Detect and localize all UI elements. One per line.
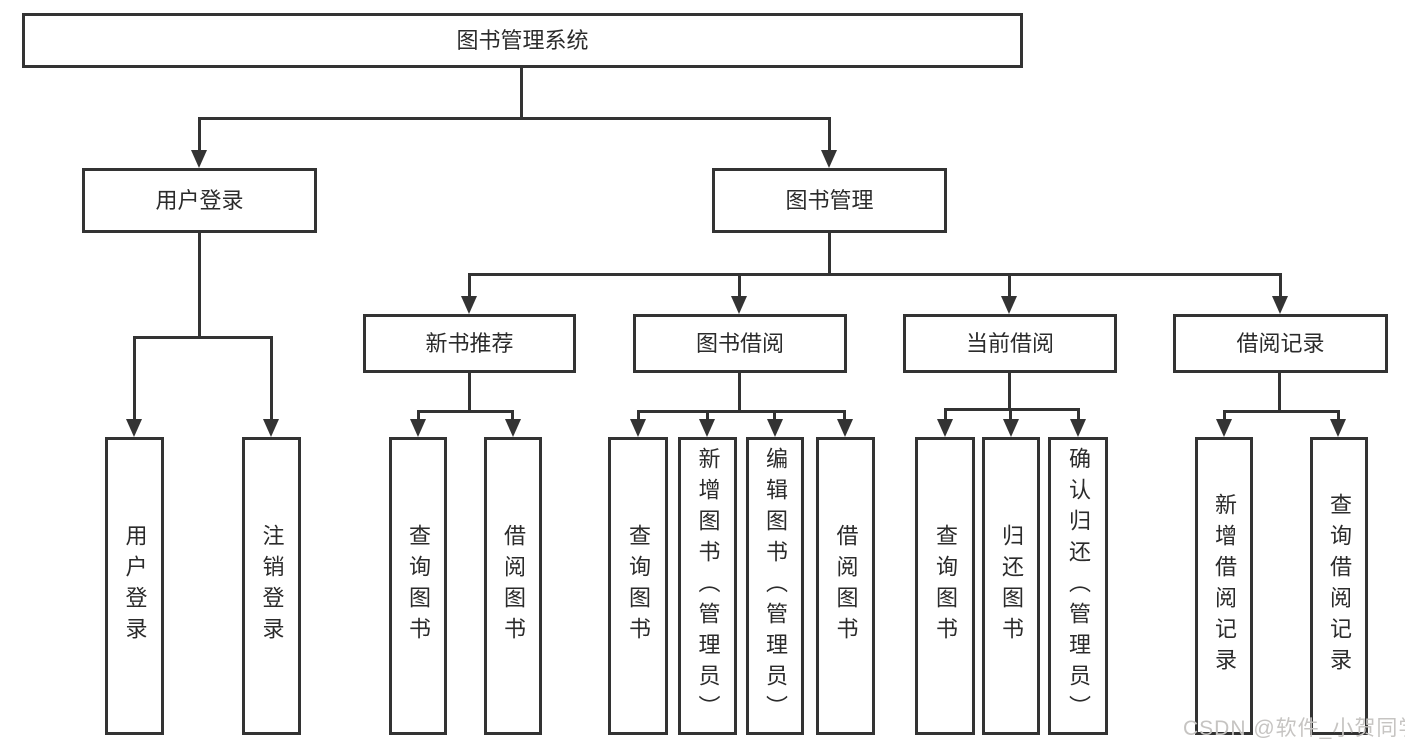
node-book-borrowing-label: 图书借阅 bbox=[695, 330, 784, 356]
node-borrow-books-2-label: 借阅图书 bbox=[833, 524, 859, 648]
connector-drop-confirm-return bbox=[1077, 408, 1080, 422]
node-add-books-admin-label: 新增图书（管理员） bbox=[695, 446, 721, 726]
arrowhead-query-books-2 bbox=[630, 419, 646, 437]
arrowhead-return-books bbox=[1003, 419, 1019, 437]
node-confirm-return-admin-label: 确认归还（管理员） bbox=[1066, 446, 1091, 726]
arrowhead-leaf-logout bbox=[263, 419, 279, 437]
connector-drop-user-login bbox=[198, 117, 201, 153]
arrowhead-edit-books bbox=[767, 419, 783, 437]
connector-drop-current-borrowing bbox=[1008, 273, 1011, 299]
node-query-books-2: 查询图书 bbox=[608, 437, 668, 735]
connector-drop-add-books bbox=[706, 410, 709, 422]
node-add-borrow-record-label: 新增借阅记录 bbox=[1212, 493, 1237, 679]
connector-borrowing-records-stem bbox=[1278, 373, 1281, 412]
node-book-management: 图书管理 bbox=[712, 168, 947, 233]
node-new-book-recommend-label: 新书推荐 bbox=[425, 330, 514, 356]
connector-drop-book-borrowing bbox=[738, 273, 741, 299]
connector-new-book-bar bbox=[417, 410, 514, 413]
connector-drop-borrowing-records bbox=[1279, 273, 1282, 299]
connector-book-borrowing-stem bbox=[738, 373, 741, 412]
node-query-borrow-record: 查询借阅记录 bbox=[1310, 437, 1368, 735]
arrowhead-new-book bbox=[461, 296, 477, 314]
connector-drop-query-books-3 bbox=[944, 408, 947, 422]
connector-drop-query-books-2 bbox=[637, 410, 640, 422]
node-borrow-books-1: 借阅图书 bbox=[484, 437, 542, 735]
connector-borrowing-records-bar bbox=[1223, 410, 1340, 413]
connector-new-book-stem bbox=[468, 373, 471, 412]
connector-drop-book-management bbox=[828, 117, 831, 153]
node-confirm-return-admin: 确认归还（管理员） bbox=[1048, 437, 1108, 735]
connector-drop-new-book bbox=[468, 273, 471, 299]
connector-root-stem bbox=[520, 68, 523, 118]
connector-drop-leaf-logout bbox=[270, 336, 273, 422]
node-borrow-books-2: 借阅图书 bbox=[816, 437, 875, 735]
node-new-book-recommend: 新书推荐 bbox=[363, 314, 576, 373]
arrowhead-query-borrow-record bbox=[1330, 419, 1346, 437]
node-return-books: 归还图书 bbox=[982, 437, 1040, 735]
node-borrowing-records: 借阅记录 bbox=[1173, 314, 1388, 373]
arrowhead-current-borrowing bbox=[1001, 296, 1017, 314]
connector-drop-query-borrow-record bbox=[1337, 410, 1340, 422]
node-edit-books-admin-label: 编辑图书（管理员） bbox=[763, 446, 788, 726]
connector-drop-return-books bbox=[1009, 408, 1012, 422]
connector-drop-query-books-1 bbox=[417, 410, 420, 422]
node-book-management-label: 图书管理 bbox=[785, 187, 874, 213]
node-logout-label: 注销登录 bbox=[259, 524, 285, 648]
node-current-borrowing-label: 当前借阅 bbox=[965, 330, 1054, 356]
connector-book-borrowing-bar bbox=[637, 410, 846, 413]
connector-user-login-stem bbox=[198, 233, 201, 336]
arrowhead-borrowing-records bbox=[1272, 296, 1288, 314]
arrowhead-borrow-books-2 bbox=[837, 419, 853, 437]
node-user-login-leaf-label: 用户登录 bbox=[122, 524, 148, 648]
node-user-login-leaf: 用户登录 bbox=[105, 437, 164, 735]
node-query-books-3: 查询图书 bbox=[915, 437, 975, 735]
node-query-books-1: 查询图书 bbox=[389, 437, 447, 735]
arrowhead-confirm-return bbox=[1070, 419, 1086, 437]
node-add-borrow-record: 新增借阅记录 bbox=[1195, 437, 1253, 735]
connector-current-borrowing-bar bbox=[944, 408, 1080, 411]
node-book-borrowing: 图书借阅 bbox=[633, 314, 847, 373]
node-query-books-3-label: 查询图书 bbox=[933, 524, 958, 648]
node-user-login: 用户登录 bbox=[82, 168, 317, 233]
node-current-borrowing: 当前借阅 bbox=[903, 314, 1117, 373]
node-logout: 注销登录 bbox=[242, 437, 301, 735]
node-edit-books-admin: 编辑图书（管理员） bbox=[746, 437, 804, 735]
node-query-books-1-label: 查询图书 bbox=[406, 524, 431, 648]
node-query-books-2-label: 查询图书 bbox=[626, 524, 651, 648]
node-user-login-label: 用户登录 bbox=[155, 187, 244, 213]
connector-root-bar bbox=[198, 117, 831, 120]
arrowhead-query-books-1 bbox=[410, 419, 426, 437]
arrowhead-user-login bbox=[191, 150, 207, 168]
connector-drop-edit-books bbox=[773, 410, 776, 422]
connector-level3-bar bbox=[468, 273, 1282, 276]
node-borrowing-records-label: 借阅记录 bbox=[1236, 330, 1325, 356]
connector-drop-borrow-books-2 bbox=[843, 410, 846, 422]
node-root: 图书管理系统 bbox=[22, 13, 1023, 68]
node-borrow-books-1-label: 借阅图书 bbox=[501, 524, 526, 648]
arrowhead-leaf-login bbox=[126, 419, 142, 437]
connector-current-borrowing-stem bbox=[1008, 373, 1011, 410]
connector-drop-add-borrow-record bbox=[1223, 410, 1226, 422]
node-return-books-label: 归还图书 bbox=[999, 524, 1024, 648]
node-add-books-admin: 新增图书（管理员） bbox=[678, 437, 737, 735]
arrowhead-query-books-3 bbox=[937, 419, 953, 437]
arrowhead-borrow-books-1 bbox=[505, 419, 521, 437]
connector-drop-leaf-login bbox=[133, 336, 136, 422]
connector-book-management-stem bbox=[828, 233, 831, 275]
arrowhead-add-books bbox=[699, 419, 715, 437]
connector-user-login-bar bbox=[133, 336, 273, 339]
arrowhead-add-borrow-record bbox=[1216, 419, 1232, 437]
connector-drop-borrow-books-1 bbox=[511, 410, 514, 422]
csdn-watermark: CSDN @软件_小贺同学 bbox=[1183, 717, 1405, 740]
arrowhead-book-management bbox=[821, 150, 837, 168]
node-root-label: 图书管理系统 bbox=[456, 27, 589, 53]
arrowhead-book-borrowing bbox=[731, 296, 747, 314]
node-query-borrow-record-label: 查询借阅记录 bbox=[1327, 493, 1352, 679]
